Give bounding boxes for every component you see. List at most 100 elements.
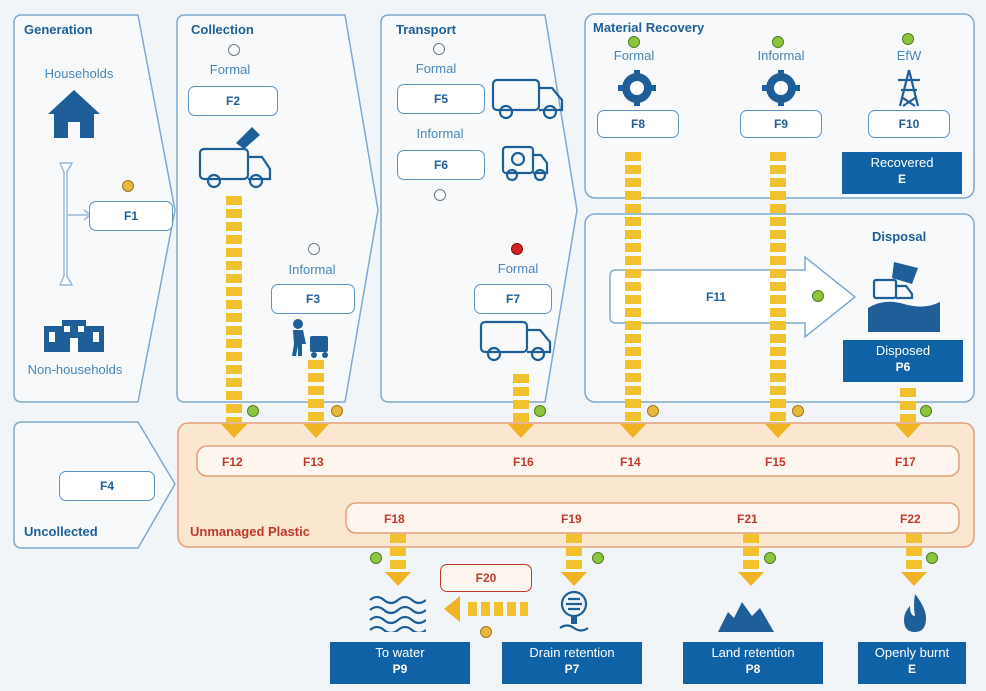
efw-label: EfW: [896, 48, 922, 63]
status-dot-f16: [534, 405, 546, 417]
flow-line-f20: [468, 602, 528, 616]
water-icon: [369, 595, 426, 632]
flow-f14: F14: [620, 455, 641, 469]
flow-line-f13: [308, 360, 324, 422]
flow-f7: F7: [474, 284, 552, 314]
arrow-f12: [221, 424, 247, 438]
flow-f17: F17: [895, 455, 916, 469]
land-retention-code: P8: [745, 662, 761, 676]
arrow-f16: [508, 424, 534, 438]
collection-formal-label: Formal: [209, 62, 251, 77]
flow-f18: F18: [384, 512, 405, 526]
flow-f4: F4: [59, 471, 155, 501]
openly-burnt-code: E: [907, 662, 916, 676]
openly-burnt-output: Openly burnt E: [858, 642, 966, 684]
recycle-truck-icon: [501, 145, 549, 182]
status-dot-f12: [247, 405, 259, 417]
status-dot-f14: [647, 405, 659, 417]
flow-line-f16: [513, 374, 529, 422]
recovered-output: Recovered E: [842, 152, 962, 194]
flow-f3: F3: [271, 284, 355, 314]
pylon-icon: [898, 69, 920, 107]
flow-f19: F19: [561, 512, 582, 526]
flow-line-f12: [226, 196, 242, 422]
drain-retention-code: P7: [564, 662, 580, 676]
status-dot-f20: [480, 626, 492, 638]
status-dot-f13: [331, 405, 343, 417]
flow-line-f19: [566, 534, 582, 572]
to-water-label: To water: [375, 645, 425, 660]
disposed-output: Disposed P6: [843, 340, 963, 382]
waste-picker-icon: [292, 319, 328, 358]
flow-line-f22: [906, 534, 922, 572]
flow-f11: F11: [706, 290, 727, 304]
drain-retention-label: Drain retention: [529, 645, 615, 660]
recovered-code: E: [897, 172, 906, 186]
flow-line-f15: [770, 152, 786, 422]
flow-line-f21: [743, 534, 759, 572]
recycle-truck-icon: [491, 78, 564, 120]
flow-line-f18: [390, 534, 406, 572]
status-dot-f15: [792, 405, 804, 417]
recycle-gear-icon: [762, 70, 800, 106]
disposal-title: Disposal: [872, 229, 927, 244]
status-dot-f11: [812, 290, 824, 302]
status-dot-f10: [902, 33, 914, 45]
to-water-output: To water P9: [330, 642, 470, 684]
garbage-truck-icon: [198, 127, 272, 189]
households-label: Households: [44, 66, 114, 81]
flow-f22: F22: [900, 512, 921, 526]
status-dot-f22: [926, 552, 938, 564]
flow-f6: F6: [397, 150, 485, 180]
status-dot-f6: [434, 189, 446, 201]
flow-line-f17: [900, 388, 916, 422]
transport-formal-label: Formal: [415, 61, 457, 76]
arrow-f21: [738, 572, 764, 586]
recycle-gear-icon: [618, 70, 656, 106]
transport-title: Transport: [396, 22, 456, 37]
flow-f21: F21: [737, 512, 758, 526]
flow-f2: F2: [188, 86, 278, 116]
arrow-f22: [901, 572, 927, 586]
status-dot-f19: [592, 552, 604, 564]
status-dot-f18: [370, 552, 382, 564]
land-icon: [718, 602, 774, 632]
flow-line-f14: [625, 152, 641, 422]
flow-f12: F12: [222, 455, 243, 469]
uncollected-title: Uncollected: [24, 524, 98, 539]
flow-f9: F9: [740, 110, 822, 138]
flow-f15: F15: [765, 455, 786, 469]
status-dot-f5: [433, 43, 445, 55]
disposed-code: P6: [895, 360, 911, 374]
status-dot-f1: [122, 180, 134, 192]
fire-icon: [904, 594, 926, 632]
arrow-f17: [895, 424, 921, 438]
material-recovery-title: Material Recovery: [593, 20, 705, 35]
land-retention-output: Land retention P8: [683, 642, 823, 684]
unmanaged-title: Unmanaged Plastic: [190, 524, 310, 539]
flow-f5: F5: [397, 84, 485, 114]
flow-f10: F10: [868, 110, 950, 138]
recovery-informal-label: Informal: [757, 48, 805, 63]
collection-title: Collection: [191, 22, 254, 37]
collection-informal-label: Informal: [288, 262, 336, 277]
arrow-f18: [385, 572, 411, 586]
garbage-truck-icon: [479, 320, 552, 362]
status-dot-f21: [764, 552, 776, 564]
arrow-f19: [561, 572, 587, 586]
generation-title: Generation: [24, 22, 93, 37]
openly-burnt-label: Openly burnt: [874, 645, 950, 660]
transport-informal-label: Informal: [416, 126, 464, 141]
drain-icon: [559, 590, 589, 632]
flow-f20: F20: [440, 564, 532, 592]
recovery-formal-label: Formal: [613, 48, 655, 63]
recovered-label: Recovered: [870, 155, 934, 170]
arrow-f14: [620, 424, 646, 438]
flow-f13: F13: [303, 455, 324, 469]
arrow-f15: [765, 424, 791, 438]
arrow-f20: [444, 596, 460, 622]
status-dot-f17: [920, 405, 932, 417]
transport-formal-label-2: Formal: [497, 261, 539, 276]
status-dot-f7: [511, 243, 523, 255]
house-icon: [48, 90, 100, 138]
